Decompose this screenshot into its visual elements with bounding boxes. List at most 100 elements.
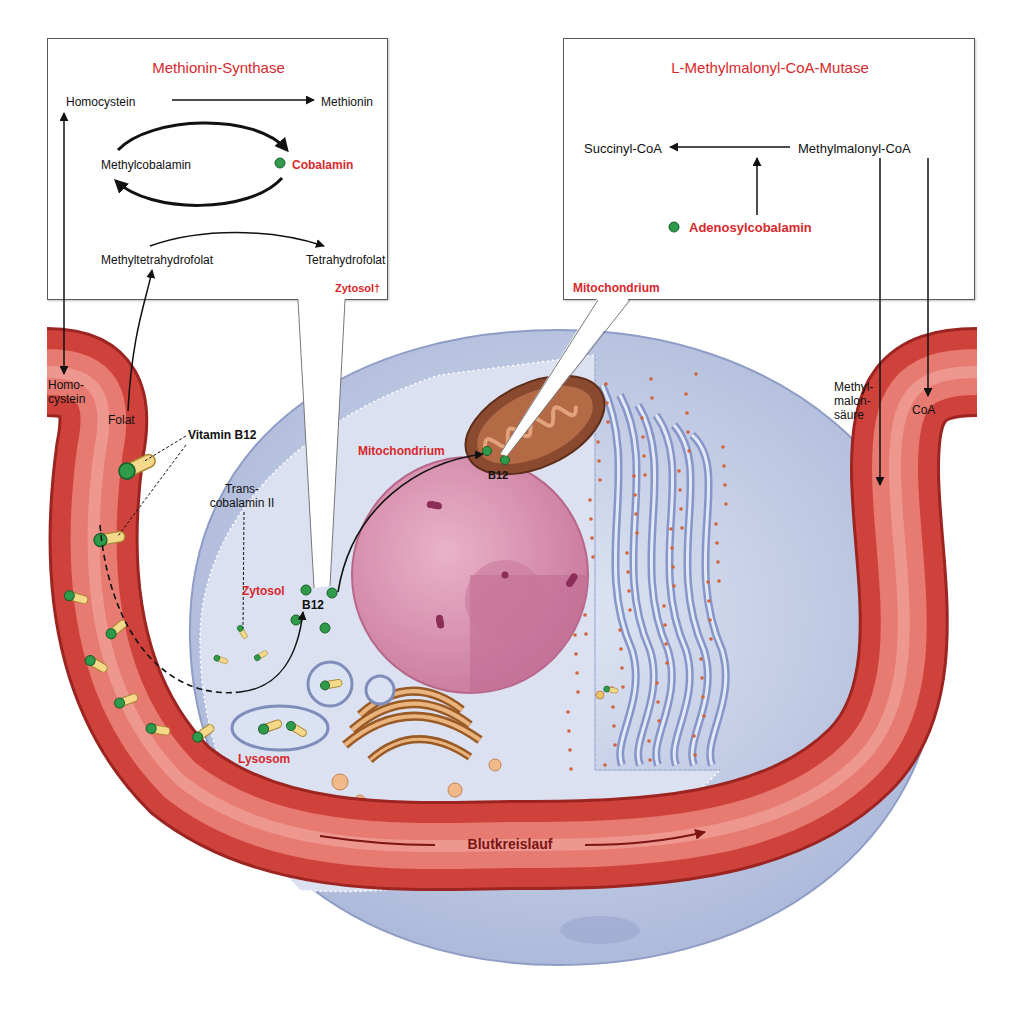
ribosome [664, 642, 668, 646]
enzyme-box: Methionin-SynthaseHomocysteinMethioninMe… [47, 38, 388, 300]
vesicles-part [489, 759, 501, 771]
ribosome [677, 469, 681, 473]
ribosome [663, 623, 667, 627]
cell-illustration-part [603, 686, 618, 694]
ribosome [604, 382, 608, 386]
vesicles-part [596, 691, 604, 699]
uptake-arrow [128, 270, 152, 411]
uptake-path [100, 525, 240, 693]
ribosome [700, 676, 704, 680]
cycle-arrow [118, 123, 287, 150]
circulation-arrow [585, 832, 705, 845]
ribosome [724, 502, 728, 506]
ribosome [583, 613, 587, 617]
cell-illustration-part [285, 720, 308, 739]
metabolite: Methyltetrahydrofolat [101, 253, 213, 267]
ribosome [657, 719, 661, 723]
ribosome [647, 739, 651, 743]
ribosome [685, 411, 689, 415]
ribosome [612, 724, 616, 728]
vessel-label: CoA [912, 403, 935, 417]
ribosome [648, 758, 652, 762]
vesicles-part [332, 774, 348, 790]
organelle-label: Lysosom [238, 752, 290, 766]
ribosome [621, 685, 625, 689]
ribosome [721, 445, 725, 449]
release-arrow [879, 158, 881, 485]
ribosome [717, 579, 721, 583]
ribosome [588, 498, 592, 502]
nucleus [352, 457, 588, 693]
ribosome [627, 589, 631, 593]
ribosome [665, 661, 669, 665]
reaction-arrow [150, 233, 324, 247]
ribosome [694, 372, 698, 376]
vessel-label: Methyl- malon- säure [834, 380, 880, 422]
reaction-arrow [670, 146, 790, 148]
ribosome [584, 632, 588, 636]
golgi-apparatus-part [370, 739, 470, 760]
compartment-label: Zytosol† [335, 281, 380, 295]
cofactor: Cobalamin [292, 158, 353, 172]
ribosome [642, 454, 646, 458]
ribosome [670, 546, 674, 550]
reaction-arrow [172, 99, 314, 101]
ribosome [628, 608, 632, 612]
er-membrane [692, 435, 726, 765]
cell-illustration-part [191, 722, 216, 744]
ribosome [573, 633, 577, 637]
lysosomes-part [366, 676, 394, 704]
endoplasmic-reticulum [602, 385, 726, 765]
ribosome [625, 551, 629, 555]
ribosome [679, 507, 683, 511]
organelle-label: Mitochondrium [358, 444, 445, 458]
ribosome [574, 652, 578, 656]
cell-illustration-part [113, 692, 139, 710]
mitochondrion [450, 356, 620, 495]
b12-dots-part [501, 456, 510, 465]
box-title: Methionin-Synthase [48, 59, 389, 77]
b12-dots-part [320, 623, 330, 633]
ribosome [632, 474, 636, 478]
cell-illustration-part [93, 529, 126, 547]
ribosome [626, 570, 630, 574]
ribosome [568, 748, 572, 752]
vessel-label: Homo- cystein [48, 378, 100, 406]
b12-dot [275, 158, 285, 168]
cell-illustration-part [257, 718, 283, 736]
metabolite: Methylmalonyl-CoA [798, 141, 911, 156]
ribosome [707, 599, 711, 603]
er-lumen [674, 425, 708, 765]
vessel-label: Folat [108, 413, 135, 427]
nuclear-pores [427, 501, 578, 629]
mitochondrion-part [450, 356, 620, 495]
cell-illustration-part [213, 654, 229, 665]
cell-illustration-part [145, 723, 170, 737]
ribosome [641, 435, 645, 439]
ribosome [605, 401, 609, 405]
er-membrane [674, 425, 708, 765]
ribosome [706, 580, 710, 584]
callout-wedge-edge [298, 300, 345, 588]
ribosome [702, 714, 706, 718]
nuclear-pore [566, 580, 573, 587]
ribosome [709, 637, 713, 641]
b12-dots-part [291, 615, 301, 625]
ribosome [715, 541, 719, 545]
b12-dots-part [301, 585, 311, 595]
ribosome [655, 681, 659, 685]
ribosome [701, 695, 705, 699]
ribosome [699, 657, 703, 661]
ribosome [635, 531, 639, 535]
compartment-label: Zytosol [242, 584, 285, 598]
ribosome [591, 555, 595, 559]
ribosome [589, 517, 593, 521]
cell-illustration-part [320, 678, 343, 691]
callout-wedge [500, 297, 630, 456]
leader-line [118, 445, 186, 536]
cell-illustration-part [63, 590, 89, 606]
ribosome [708, 618, 712, 622]
part-label: Trans- cobalamin II [200, 482, 284, 510]
